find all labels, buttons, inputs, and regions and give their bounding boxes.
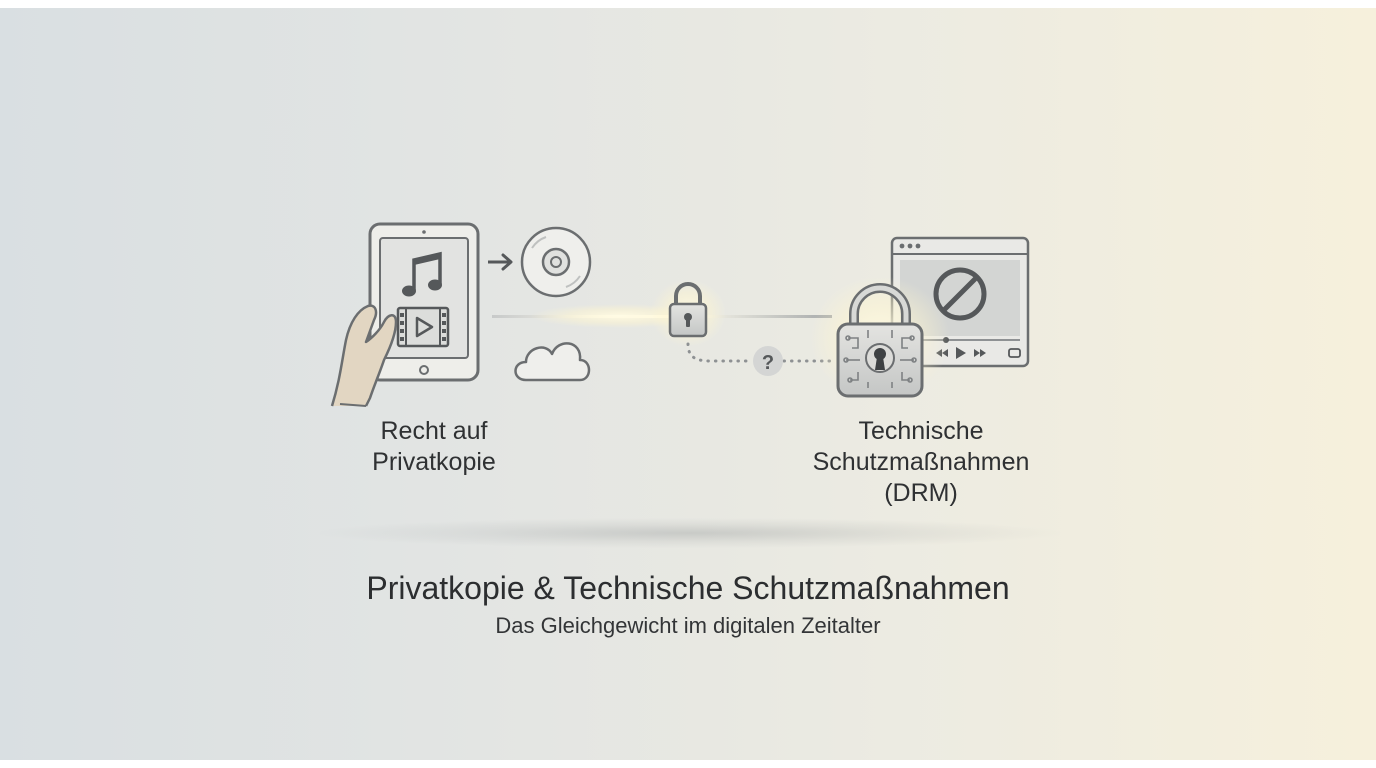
question-mark-icon xyxy=(753,346,783,376)
question-mark: ? xyxy=(762,352,774,374)
hand-icon xyxy=(330,304,398,407)
cloud-icon xyxy=(514,342,591,382)
divider-shadow xyxy=(320,518,1060,548)
page-title: Privatkopie & Technische Schutzmaßnahmen xyxy=(366,570,1010,606)
music-note-icon xyxy=(402,251,442,297)
private-copy-label-line2: Privatkopie xyxy=(372,448,496,476)
cd-disc-icon xyxy=(520,226,592,298)
drm-label: Technische Schutzmaßnahmen (DRM) xyxy=(770,416,1072,509)
padlock-icon xyxy=(650,279,726,347)
prohibited-icon xyxy=(933,267,987,321)
drm-label-line2: Schutzmaßnahmen xyxy=(812,448,1030,476)
circuit-padlock-icon xyxy=(810,276,950,400)
drm-label-line1: Technische xyxy=(858,417,984,445)
private-copy-label-line1: Recht auf xyxy=(380,417,488,445)
page-subtitle: Das Gleichgewicht im digitalen Zeitalter xyxy=(495,613,881,638)
tablet-icon xyxy=(368,222,480,382)
canvas: ? xyxy=(0,8,1376,760)
uncertain-connection: ? xyxy=(686,342,834,376)
arrow-right-icon xyxy=(488,253,513,271)
private-copy-label: Recht auf Privatkopie xyxy=(310,416,558,478)
drm-label-line3: (DRM) xyxy=(884,479,958,507)
video-film-icon xyxy=(396,306,450,348)
illustration: ? xyxy=(330,222,1030,407)
